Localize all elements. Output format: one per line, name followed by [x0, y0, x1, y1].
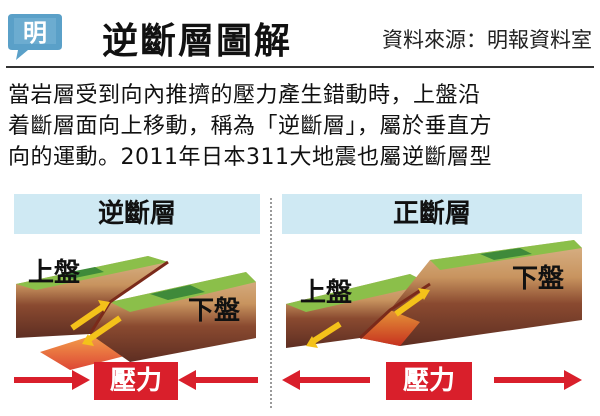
reverse-fault-block: [16, 256, 256, 370]
description-line: 當岩層受到向內推擠的壓力產生錯動時，上盤沿: [8, 83, 481, 108]
page-title: 逆斷層圖解: [102, 21, 293, 62]
reverse-upper-label: 上盤: [28, 258, 81, 288]
logo-char: 明: [23, 19, 47, 47]
header: 明 逆斷層圖解 資料來源：明報資料室: [0, 0, 600, 70]
header-divider: [6, 66, 594, 68]
normal-fault-heading: 正斷層: [282, 194, 582, 234]
ming-pao-logo-icon: 明: [6, 10, 64, 62]
normal-fault-block: [286, 240, 582, 348]
right-force-arrows: [282, 370, 582, 390]
normal-pressure-label: 壓力: [386, 362, 472, 400]
reverse-pressure-label: 壓力: [94, 362, 178, 400]
description-line: 着斷層面向上移動，稱為「逆斷層」，屬於垂直方: [8, 114, 493, 139]
fault-diagrams: [14, 240, 582, 390]
left-force-arrows: [14, 370, 258, 390]
source-credit: 資料來源：明報資料室: [382, 28, 592, 52]
normal-upper-label: 上盤: [300, 278, 353, 308]
reverse-lower-label: 下盤: [188, 296, 241, 326]
description-line: 向的運動。2011年日本311大地震也屬逆斷層型: [8, 145, 492, 170]
normal-lower-label: 下盤: [512, 264, 565, 294]
description: 當岩層受到向內推擠的壓力產生錯動時，上盤沿 着斷層面向上移動，稱為「逆斷層」，屬…: [8, 80, 594, 173]
reverse-fault-heading: 逆斷層: [14, 194, 260, 234]
panel-divider: [270, 198, 272, 408]
